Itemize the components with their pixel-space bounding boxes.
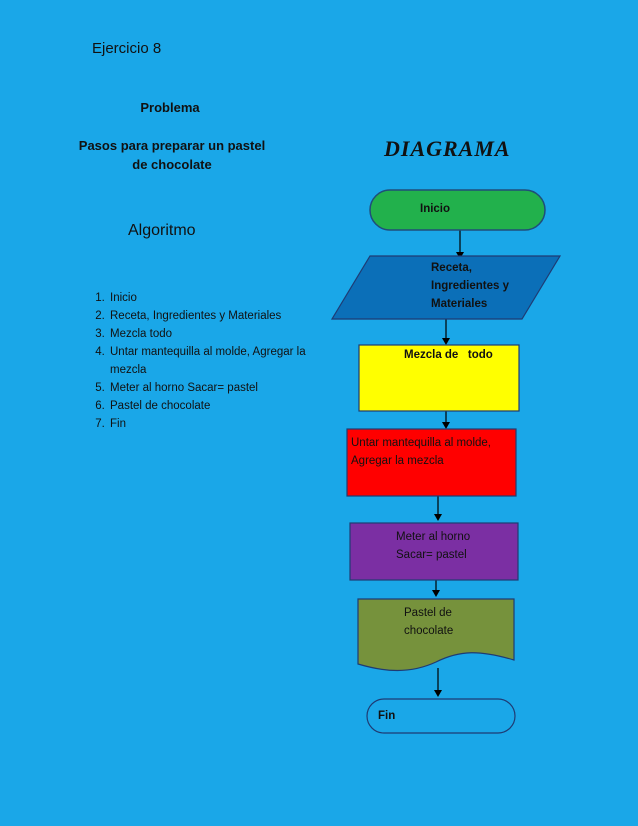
arrowhead xyxy=(434,690,442,697)
untar-label: Untar mantequilla al molde, Agregar la m… xyxy=(351,434,491,470)
horno-label-line: Meter al horno xyxy=(396,531,471,543)
problem-text: Pasos para preparar un pastel de chocola… xyxy=(58,136,286,174)
fin-label: Fin xyxy=(378,710,396,722)
mezcla-process xyxy=(358,344,520,412)
exercise-title: Ejercicio 8 xyxy=(92,40,162,57)
horno-label: Meter al horno Sacar= pastel xyxy=(396,528,470,564)
algorithm-step: Receta, Ingredientes y Materiales xyxy=(108,307,308,325)
algorithm-step: Pastel de chocolate xyxy=(108,397,308,415)
receta-label-line: Receta, xyxy=(431,262,472,274)
receta-parallelogram xyxy=(330,255,562,320)
problem-heading: Problema xyxy=(140,100,200,115)
inicio-terminator xyxy=(369,189,546,231)
algorithm-step: Meter al horno Sacar= pastel xyxy=(108,379,308,397)
pastel-label-line: Pastel de xyxy=(404,607,452,619)
algorithm-steps: Inicio Receta, Ingredientes y Materiales… xyxy=(72,289,308,433)
untar-label-line: Untar mantequilla al molde, xyxy=(351,437,491,449)
arrowhead xyxy=(432,590,440,597)
horno-process xyxy=(349,522,519,581)
untar-label-line: Agregar la mezcla xyxy=(351,455,444,467)
untar-process xyxy=(346,428,517,497)
arrowhead xyxy=(434,514,442,521)
diagram-title: DIAGRAMA xyxy=(384,136,511,161)
inicio-label: Inicio xyxy=(420,203,451,215)
pastel-label: Pastel de chocolate xyxy=(404,604,453,640)
problem-text-line2: de chocolate xyxy=(132,157,212,172)
algorithm-step: Inicio xyxy=(108,289,308,307)
pastel-document xyxy=(357,598,515,672)
arrowhead xyxy=(442,422,450,429)
receta-label-line: Materiales xyxy=(431,298,488,310)
receta-label-line: Ingredientes y xyxy=(431,280,509,292)
algorithm-step: Mezcla todo xyxy=(108,325,308,343)
receta-label: Receta, Ingredientes y Materiales xyxy=(431,259,509,313)
problem-text-line1: Pasos para preparar un pastel xyxy=(78,138,266,153)
algorithm-step: Fin xyxy=(108,415,308,433)
horno-label-line: Sacar= pastel xyxy=(396,549,467,561)
arrowhead xyxy=(442,338,450,345)
pastel-label-line: chocolate xyxy=(404,625,454,637)
fin-terminator xyxy=(366,698,516,734)
algorithm-heading: Algoritmo xyxy=(128,222,196,239)
algorithm-step: Untar mantequilla al molde, Agregar la m… xyxy=(108,343,308,379)
mezcla-label: Mezcla de todo xyxy=(404,349,493,361)
